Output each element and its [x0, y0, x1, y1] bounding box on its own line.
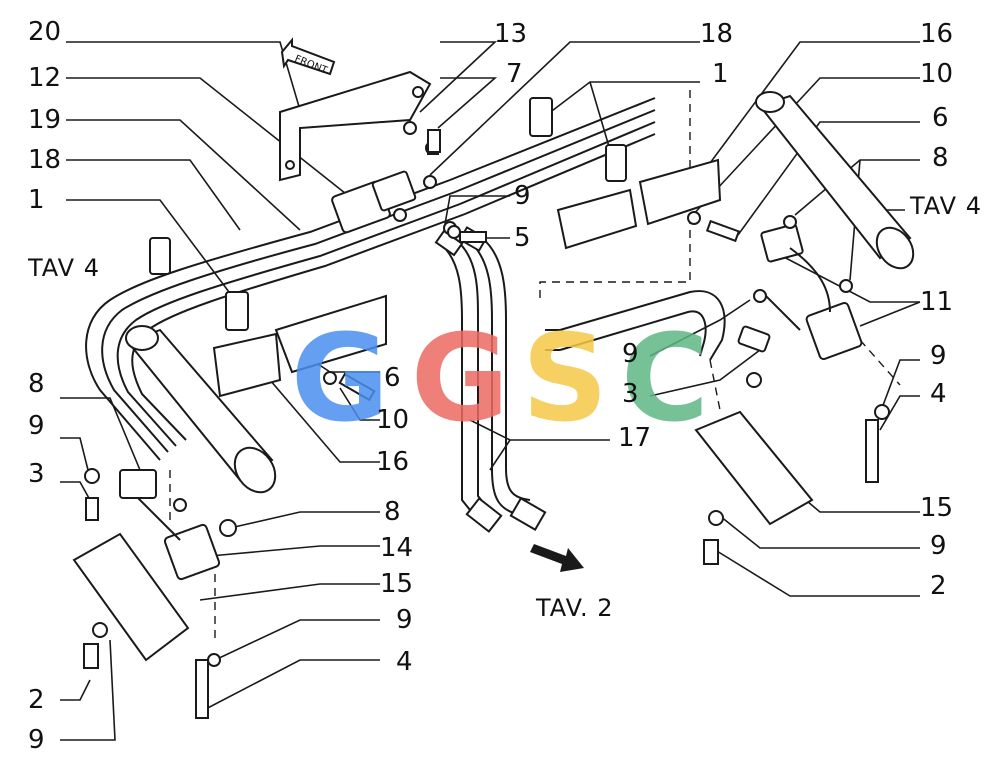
callout-10-center: 10 [376, 405, 409, 435]
callout-16-right: 16 [920, 19, 953, 49]
callout-15-right: 15 [920, 493, 953, 523]
right-plate [737, 223, 863, 388]
leader-lines [60, 41, 921, 741]
cylinders [125, 91, 915, 494]
pipe-clamps [149, 97, 627, 331]
callout-9-right-b: 9 [930, 531, 947, 561]
callout-1-top: 1 [712, 59, 729, 89]
watermark-letter-1: G [291, 310, 390, 449]
tav4-left-label: TAV 4 [27, 254, 100, 282]
callouts-right: 16 10 6 8 TAV 4 11 9 4 15 9 2 [909, 19, 982, 601]
callout-3-center: 3 [622, 379, 639, 409]
channel-brackets [212, 158, 722, 398]
watermark-letter-3: S [522, 310, 608, 449]
callout-4-right: 4 [930, 379, 947, 409]
callouts-left: 20 12 19 18 1 TAV 4 8 9 3 [27, 17, 100, 489]
front-arrow: FRONT [280, 37, 336, 77]
callout-5: 5 [514, 223, 531, 253]
callout-6-right: 6 [932, 103, 949, 133]
hydraulic-pipes [85, 97, 726, 533]
watermark: G G S C [291, 310, 709, 449]
callout-12: 12 [28, 63, 61, 93]
callout-10-right: 10 [920, 59, 953, 89]
callout-19: 19 [28, 105, 61, 135]
callouts-bottom-left: 2 9 [28, 685, 45, 755]
bottom-channels [72, 410, 814, 662]
callout-8-center: 8 [384, 497, 401, 527]
callout-3-left: 3 [28, 459, 45, 489]
callout-6-center: 6 [384, 363, 401, 393]
callout-9-right-a: 9 [930, 341, 947, 371]
bolts [83, 129, 890, 719]
callout-4-center: 4 [396, 647, 413, 677]
callout-9-left: 9 [28, 411, 45, 441]
tav4-right-label: TAV 4 [909, 192, 982, 220]
callout-7: 7 [506, 59, 523, 89]
front-bracket [279, 70, 439, 182]
callout-11: 11 [920, 287, 953, 317]
watermark-letter-4: C [621, 310, 709, 449]
watermark-letter-2: G [411, 310, 510, 449]
callout-17: 17 [618, 423, 651, 453]
callout-8-right: 8 [932, 143, 949, 173]
tav2-arrow [530, 544, 584, 572]
callouts-center: 9 5 6 10 16 9 3 17 8 14 15 9 4 [376, 181, 651, 677]
callout-1-left: 1 [28, 185, 45, 215]
callout-2-left: 2 [28, 685, 45, 715]
callout-18-top: 18 [700, 19, 733, 49]
callout-16-center: 16 [376, 447, 409, 477]
callout-8-left: 8 [28, 369, 45, 399]
tav2-label: TAV. 2 [535, 594, 614, 622]
left-plate [119, 469, 237, 581]
callout-18-left: 18 [28, 145, 61, 175]
callouts-top: 13 7 18 1 [494, 19, 733, 89]
assembly-dashed-lines [169, 88, 901, 640]
callout-9-bottom: 9 [28, 725, 45, 755]
callout-14: 14 [380, 533, 413, 563]
callout-2-right: 2 [930, 571, 947, 601]
callout-9-center-c: 9 [396, 605, 413, 635]
callout-13: 13 [494, 19, 527, 49]
callout-15-center: 15 [380, 569, 413, 599]
callout-9-center-b: 9 [622, 339, 639, 369]
callout-20: 20 [28, 17, 61, 47]
callout-9-center-a: 9 [514, 181, 531, 211]
